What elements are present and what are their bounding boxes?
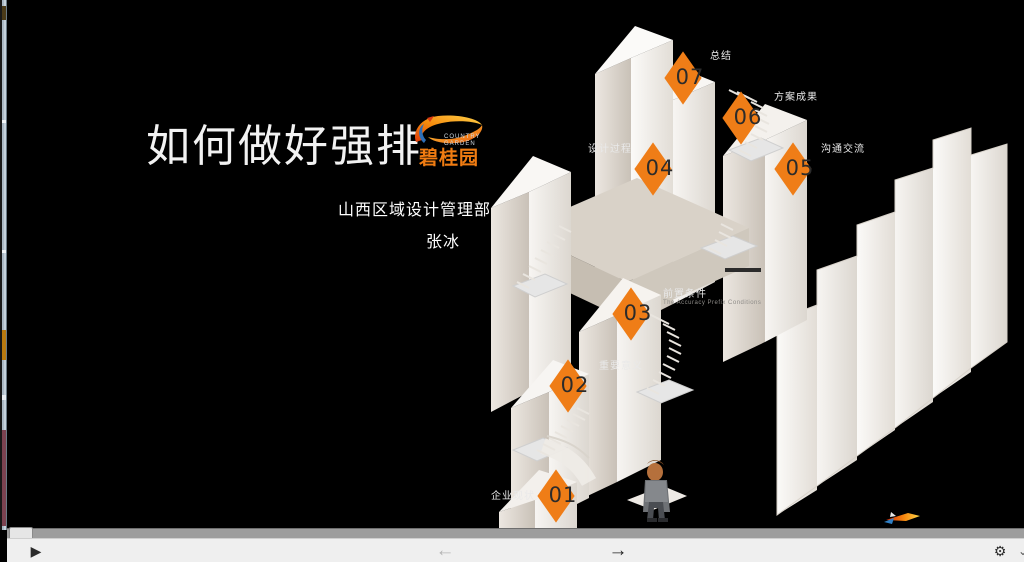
node-sublabel-03: The Accuracy Prefix Conditions xyxy=(663,300,762,306)
settings-gear-icon[interactable]: ⚙ xyxy=(993,542,1007,559)
node-label-04: 设计过程 xyxy=(588,144,632,155)
node-label-03: 前置条件 xyxy=(663,289,707,300)
node-label-06: 方案成果 xyxy=(774,92,818,103)
logo-chinese-name: 碧桂园 xyxy=(418,148,479,169)
viewer-toolbar: ▶ ← → ⚙ ⌄ xyxy=(7,538,1024,562)
diagram-node-05[interactable]: 05 xyxy=(774,142,823,196)
node-label-02: 重要意义 xyxy=(599,361,643,372)
horizontal-scrollbar-track[interactable] xyxy=(7,528,1024,539)
diagram-node-04[interactable]: 04 xyxy=(634,142,683,196)
staircase-illustration xyxy=(491,26,1008,528)
diagram-node-03[interactable]: 03 xyxy=(612,287,661,341)
background-window-edge xyxy=(0,0,7,530)
country-garden-swirl-icon xyxy=(414,115,483,144)
node-label-01: 企业现状 xyxy=(491,491,535,502)
next-slide-button[interactable]: → xyxy=(608,540,628,561)
diagram-node-01[interactable]: 01 xyxy=(537,469,586,523)
diagram-node-07[interactable]: 07 xyxy=(664,51,713,105)
diagram-node-02[interactable]: 02 xyxy=(549,359,598,413)
slide-canvas: 如何做好强排 山西区域设计管理部 张冰 xyxy=(7,0,1024,528)
page-title: 如何做好强排 xyxy=(146,122,422,171)
play-button[interactable]: ▶ xyxy=(30,542,42,559)
isometric-staircase-diagram: 07 总结 06 方案成果 05 沟通交流 04 设计过程 xyxy=(477,20,1024,528)
businessman-figure xyxy=(627,460,687,522)
node-label-07: 总结 xyxy=(710,51,732,62)
slide-subtitle: 山西区域设计管理部 xyxy=(338,202,492,219)
toolbar-overflow-icon[interactable]: ⌄ xyxy=(1017,544,1024,558)
rocket-flame-icon xyxy=(884,512,920,524)
slide-author: 张冰 xyxy=(426,234,461,251)
previous-slide-button[interactable]: ← xyxy=(435,540,455,561)
diagram-node-06[interactable]: 06 xyxy=(722,91,771,145)
node-label-05: 沟通交流 xyxy=(821,144,865,155)
